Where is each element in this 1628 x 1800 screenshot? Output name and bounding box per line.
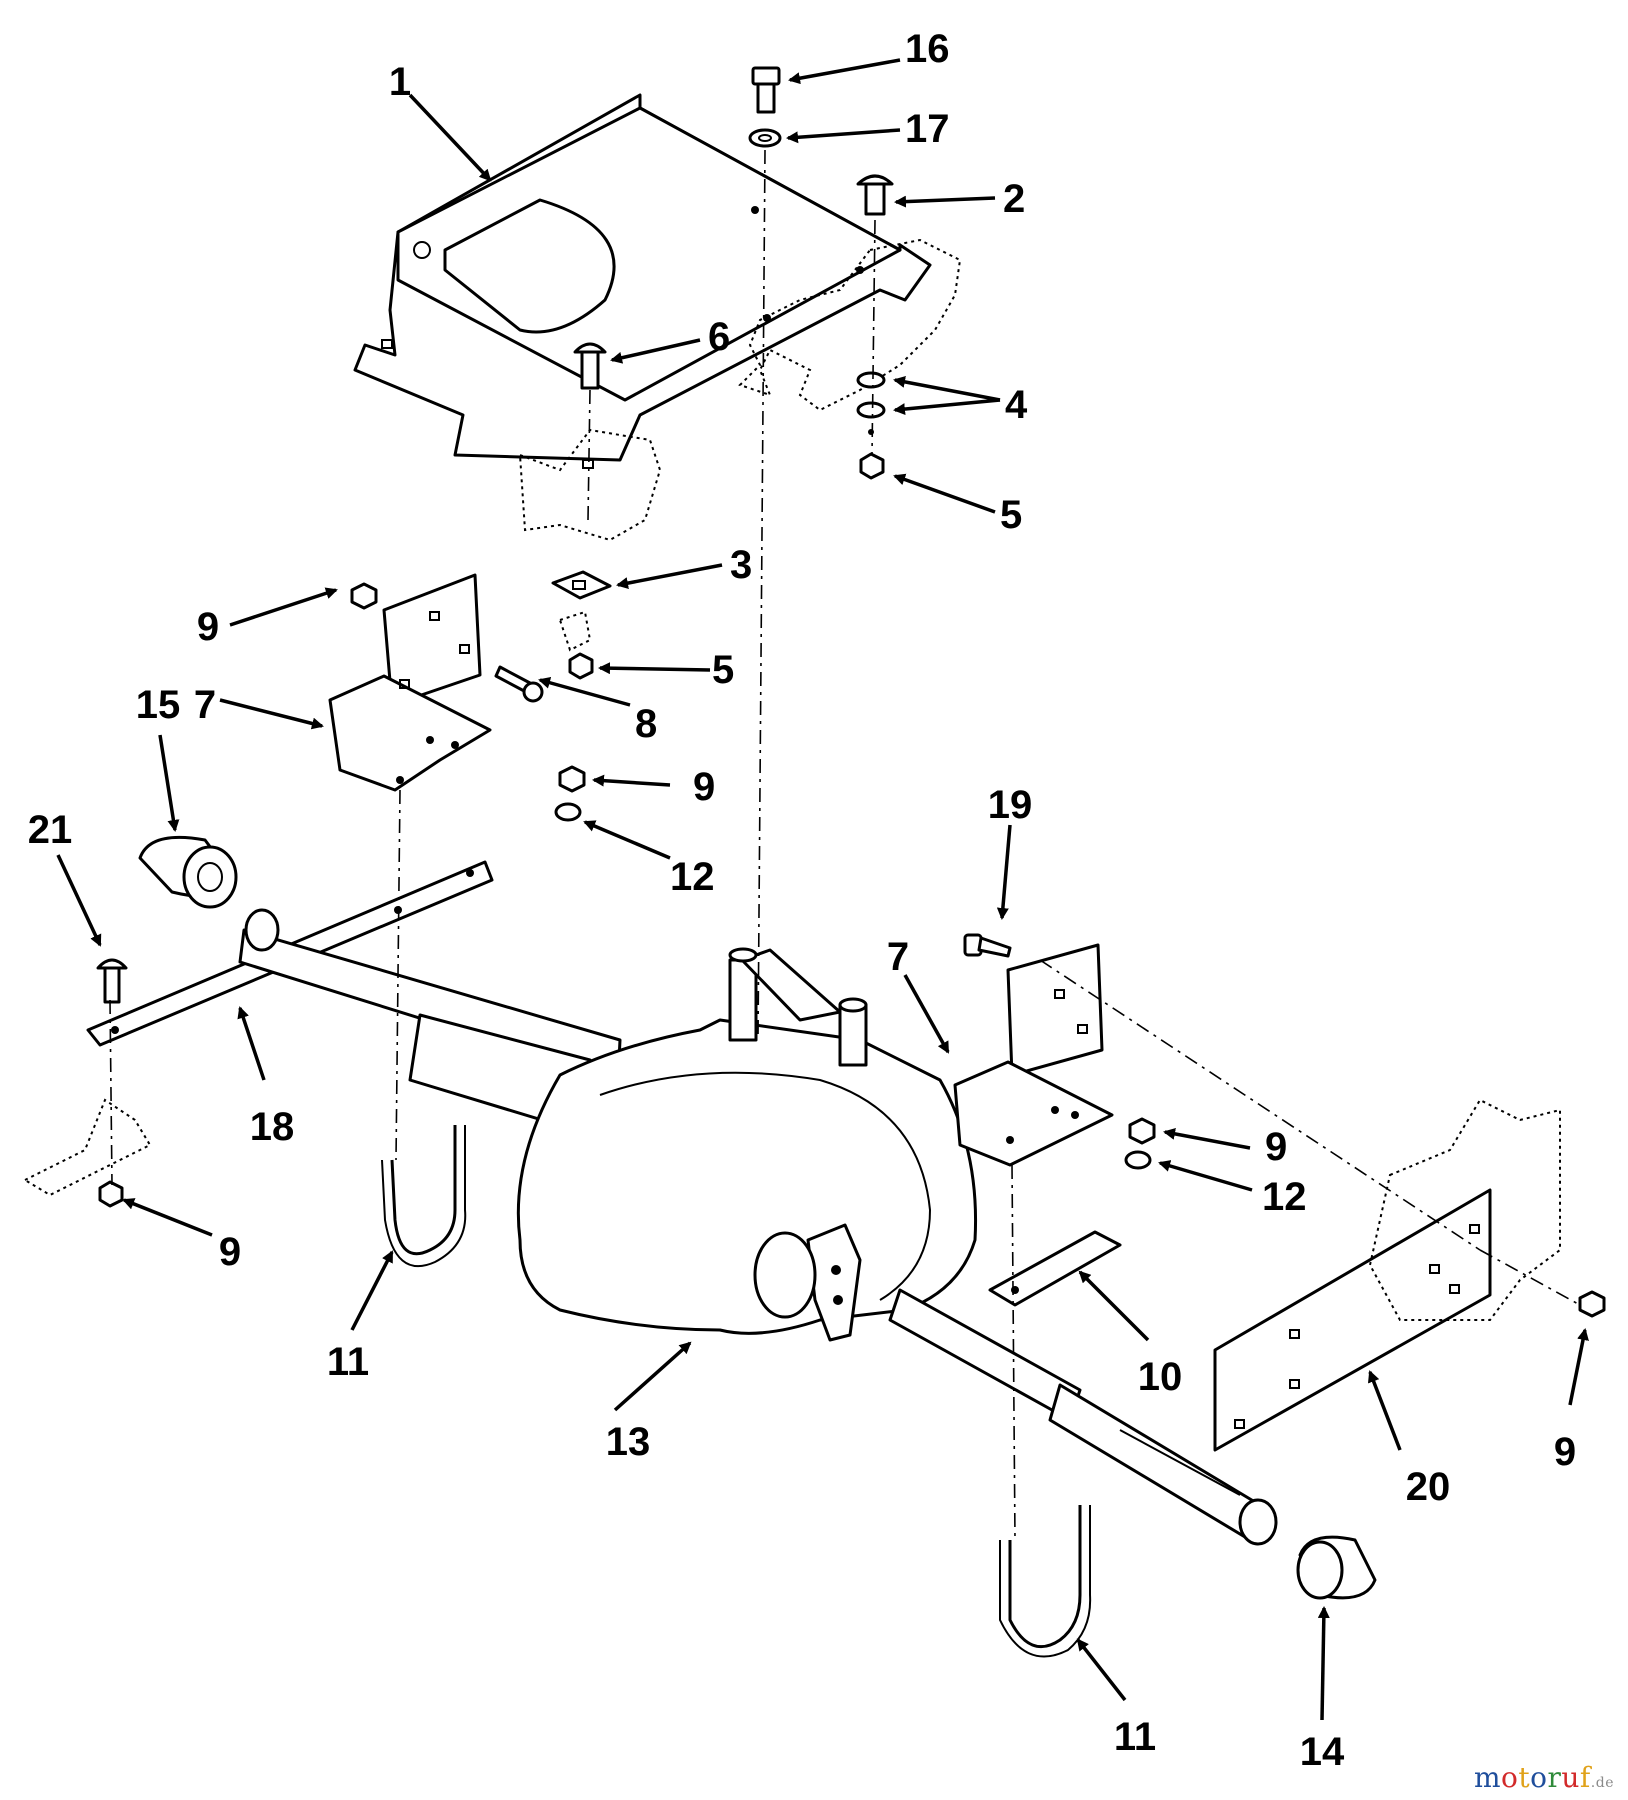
- nut-5-lower: [568, 652, 594, 680]
- callout-11-right: 11: [1114, 1715, 1156, 1759]
- callout-8: 8: [635, 702, 657, 746]
- carriage-bolt-6: [573, 342, 607, 390]
- plate-20: [1213, 1188, 1492, 1452]
- callout-9-right: 9: [1265, 1125, 1287, 1169]
- watermark-letter: u: [1561, 1761, 1580, 1794]
- callout-7-upper: 7: [194, 683, 216, 727]
- washer-12-upper: [554, 802, 582, 822]
- nut-9-mid: [558, 765, 586, 793]
- nut-9-bottom-left: [98, 1180, 124, 1208]
- callout-2: 2: [1003, 177, 1025, 221]
- washer-12-right: [1124, 1150, 1152, 1170]
- callout-9-far-right: 9: [1554, 1430, 1576, 1474]
- callout-12-upper: 12: [670, 855, 715, 899]
- callout-14: 14: [1300, 1730, 1345, 1774]
- callout-11-left: 11: [327, 1340, 369, 1384]
- u-bolt-11-right: [999, 1505, 1092, 1658]
- callout-19: 19: [988, 783, 1033, 827]
- washer-17: [748, 128, 782, 148]
- callout-15: 15: [136, 683, 181, 727]
- bracket-7-upper: [328, 573, 492, 792]
- watermark-letter: o: [1501, 1761, 1519, 1794]
- nut-9-right: [1128, 1117, 1156, 1145]
- spacer-14: [1296, 1535, 1377, 1600]
- callout-7-lower: 7: [887, 935, 909, 979]
- mounting-plate: [353, 93, 932, 469]
- callout-16: 16: [905, 27, 950, 71]
- watermark-tld: .de: [1590, 1775, 1614, 1791]
- callout-3: 3: [730, 543, 752, 587]
- callout-21: 21: [28, 808, 73, 852]
- frame-outline-mid: [558, 610, 592, 652]
- callout-1: 1: [389, 60, 411, 104]
- watermark-letter: t: [1518, 1761, 1531, 1794]
- watermark-letter: r: [1547, 1761, 1562, 1794]
- callout-9-mid: 9: [693, 765, 715, 809]
- spacer-15: [138, 835, 238, 909]
- callout-10: 10: [1138, 1355, 1183, 1399]
- callout-4: 4: [1005, 383, 1028, 427]
- bracket-7-lower: [953, 943, 1114, 1167]
- bolt-16: [751, 66, 781, 114]
- callout-17: 17: [905, 107, 950, 151]
- washers-4: [856, 371, 886, 435]
- square-plate-3: [551, 570, 612, 600]
- transaxle-13: [238, 908, 1278, 1546]
- nut-9-far-right: [1578, 1290, 1606, 1318]
- frame-outline-right-lower: [1368, 1098, 1561, 1321]
- frame-outline-right: [738, 238, 962, 412]
- watermark-letter: o: [1530, 1761, 1548, 1794]
- callout-12-right: 12: [1262, 1175, 1307, 1219]
- bolt-8: [494, 665, 544, 703]
- carriage-bolt-2: [856, 174, 894, 216]
- callout-6: 6: [708, 315, 730, 359]
- callout-9-bottom-left: 9: [219, 1230, 241, 1274]
- u-bolt-11-left: [381, 1125, 467, 1268]
- watermark-letter: f: [1579, 1761, 1591, 1794]
- callout-20: 20: [1406, 1465, 1451, 1509]
- frame-outline-bottom-left: [22, 1098, 152, 1197]
- leader-arrows: [56, 58, 1589, 1721]
- callout-5-lower: 5: [712, 648, 734, 692]
- nut-9-upper: [350, 582, 378, 610]
- watermark-letter: m: [1473, 1761, 1501, 1794]
- callout-18: 18: [250, 1105, 295, 1149]
- site-watermark: motoruf.de: [1474, 1761, 1614, 1794]
- callout-5-upper: 5: [1000, 493, 1022, 537]
- callout-13: 13: [606, 1420, 651, 1464]
- callout-9-upper-left: 9: [197, 605, 219, 649]
- nut-5-upper: [859, 452, 885, 480]
- carriage-bolt-21: [96, 958, 128, 1004]
- frame-outline-left: [518, 428, 662, 542]
- bolt-19: [963, 933, 1012, 958]
